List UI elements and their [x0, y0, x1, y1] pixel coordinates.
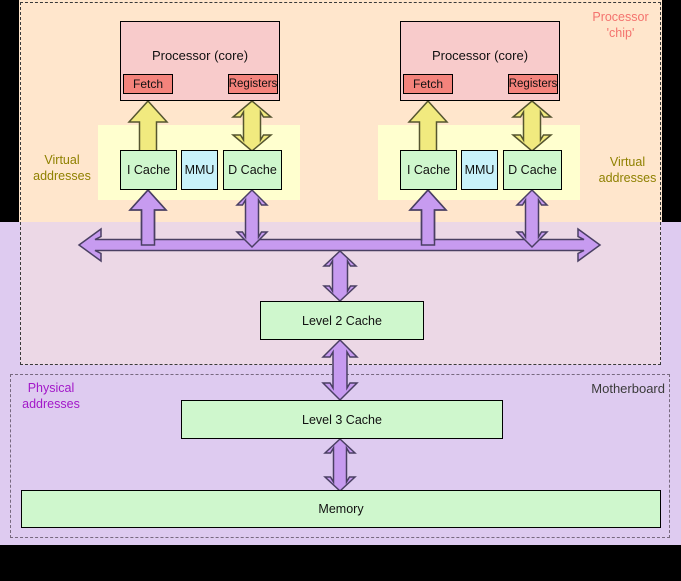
l3-memory-arrow: [323, 437, 357, 493]
l3-cache-label: Level 3 Cache: [302, 412, 382, 427]
registers-dcache-arrow-left: [230, 100, 274, 152]
icache-box-left: I Cache: [120, 150, 177, 190]
l2-cache-box: Level 2 Cache: [260, 301, 424, 340]
icache-bus-arrow-left: [128, 188, 168, 246]
icache-bus-arrow-right-outline: [408, 188, 448, 241]
processor-core-title: Processor (core): [151, 48, 249, 63]
fetch-label: Fetch: [132, 77, 163, 91]
memory-label: Memory: [318, 502, 364, 516]
fetch-icache-arrow-right: [407, 99, 449, 152]
registers-label: Registers: [228, 78, 278, 90]
mmu-box-left: MMU: [181, 150, 218, 190]
virtual-addresses-label-right: Virtual addresses: [598, 155, 657, 185]
mmu-label: MMU: [184, 163, 215, 177]
icache-label: I Cache: [126, 163, 171, 177]
registers-label: Registers: [508, 78, 558, 90]
fetch-icache-arrow-left: [127, 99, 169, 152]
processor-chip-label: Processor 'chip': [592, 10, 649, 40]
registers-box-right: Registers: [508, 74, 558, 94]
memory-box: Memory: [21, 490, 661, 528]
mmu-label: MMU: [464, 163, 495, 177]
dcache-box-right: D Cache: [503, 150, 562, 190]
virtual-addresses-label-left: Virtual addresses: [33, 153, 91, 183]
fetch-label: Fetch: [412, 77, 443, 91]
fetch-box-left: Fetch: [123, 74, 173, 94]
registers-dcache-arrow-right: [510, 100, 554, 152]
dcache-label: D Cache: [228, 163, 277, 177]
l3-cache-box: Level 3 Cache: [181, 400, 503, 439]
dcache-bus-arrow-left: [235, 188, 269, 249]
icache-box-right: I Cache: [400, 150, 457, 190]
dcache-box-left: D Cache: [223, 150, 282, 190]
physical-addresses-label: Physical addresses: [22, 381, 80, 411]
fetch-box-right: Fetch: [403, 74, 453, 94]
motherboard-label: Motherboard: [591, 381, 665, 396]
mmu-box-right: MMU: [461, 150, 498, 190]
processor-core-title: Processor (core): [431, 48, 529, 63]
dcache-label: D Cache: [508, 163, 557, 177]
icache-bus-arrow-left-outline: [128, 188, 168, 241]
icache-label: I Cache: [406, 163, 451, 177]
dcache-bus-arrow-right: [515, 188, 549, 249]
icache-bus-arrow-right: [408, 188, 448, 246]
l2-l3-arrow: [321, 338, 359, 402]
registers-box-left: Registers: [228, 74, 278, 94]
l2-cache-label: Level 2 Cache: [302, 313, 382, 328]
system-bus-arrow: [77, 227, 602, 263]
bus-l2-arrow: [322, 249, 358, 303]
